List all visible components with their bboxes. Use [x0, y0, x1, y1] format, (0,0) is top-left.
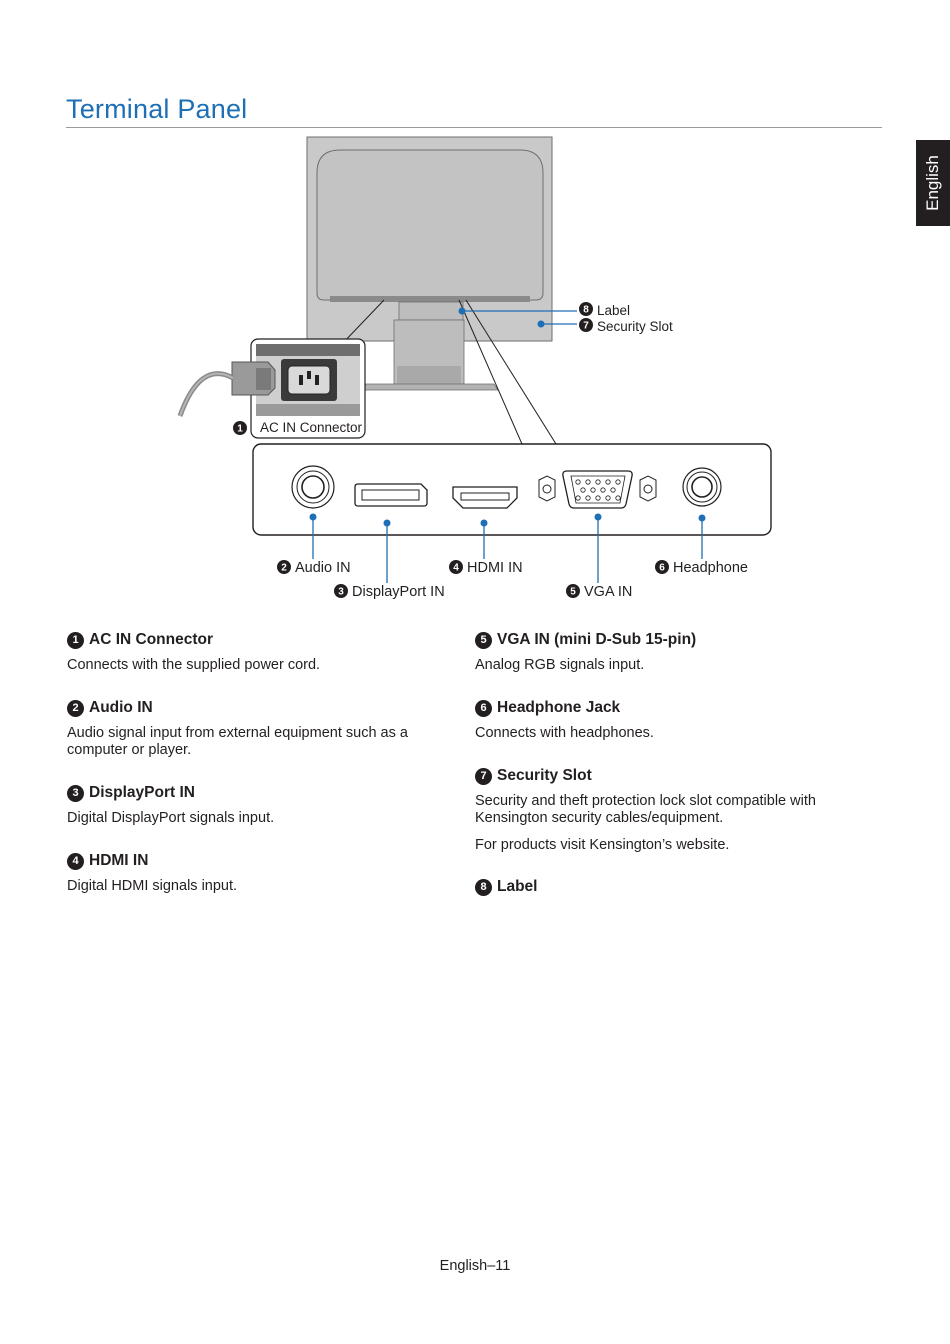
svg-text:6: 6 [659, 563, 665, 574]
svg-text:7: 7 [583, 321, 589, 332]
svg-text:3: 3 [338, 587, 344, 598]
svg-text:DisplayPort IN: DisplayPort IN [352, 584, 445, 600]
desc-security-slot: 7 Security Slot Security and theft protec… [475, 767, 845, 854]
page-footer: English–11 [439, 1258, 511, 1274]
desc-text: Digital DisplayPort signals input. [67, 810, 275, 826]
item-number: 4 [67, 852, 84, 870]
ac-in-inset [177, 338, 366, 439]
svg-text:8: 8 [583, 305, 589, 316]
callout-ac-in-connector: 1 AC IN Connector [233, 420, 363, 435]
svg-text:Headphone: Headphone [673, 560, 748, 576]
desc-title: VGA IN (mini D-Sub 15-pin) [497, 631, 697, 648]
svg-text:4: 4 [453, 563, 459, 574]
item-number: 6 [475, 699, 492, 717]
item-number: 1 [67, 631, 84, 649]
item-number: 8 [475, 878, 492, 896]
desc-title: HDMI IN [89, 852, 149, 869]
desc-title: Audio IN [89, 699, 153, 716]
callout-label-label: 8 Label [579, 302, 630, 318]
item-number: 2 [67, 699, 84, 717]
callout-displayport-in: 3 DisplayPort IN [334, 584, 445, 600]
desc-displayport-in: 3 DisplayPort IN Digital DisplayPort sign… [67, 784, 427, 827]
desc-label: 8 Label [475, 878, 835, 896]
callout-hdmi-in: 4 HDMI IN [449, 560, 523, 576]
connector-panel [252, 443, 772, 536]
desc-title: Security Slot [497, 767, 592, 784]
desc-text: Audio signal input from external equipme… [67, 725, 408, 758]
item-number: 5 [475, 631, 492, 649]
callout-leaders [309, 307, 706, 583]
desc-vga-in: 5 VGA IN (mini D-Sub 15-pin) Analog RGB s… [475, 631, 835, 674]
desc-hdmi-in: 4 HDMI IN Digital HDMI signals input. [67, 852, 427, 895]
title-divider [66, 127, 882, 128]
callout-security-slot: 7 Security Slot [579, 318, 673, 334]
desc-text: Security and theft protection lock slot … [475, 793, 816, 826]
desc-title: Label [497, 878, 538, 895]
language-tab: English [916, 140, 950, 226]
svg-text:5: 5 [570, 587, 576, 598]
svg-text:1: 1 [237, 424, 243, 435]
item-number: 3 [67, 784, 84, 802]
svg-text:HDMI IN: HDMI IN [467, 560, 523, 576]
desc-ac-in-connector: 1 AC IN Connector Connects with the suppl… [67, 631, 427, 674]
svg-text:2: 2 [281, 563, 287, 574]
svg-text:AC IN Connector: AC IN Connector [260, 420, 363, 435]
desc-audio-in: 2 Audio IN Audio signal input from extern… [67, 699, 427, 759]
item-number: 7 [475, 767, 492, 785]
desc-text: Digital HDMI signals input. [67, 878, 238, 894]
callout-audio-in: 2 Audio IN [277, 560, 351, 576]
desc-text: Connects with the supplied power cord. [67, 657, 321, 673]
desc-text: Analog RGB signals input. [475, 657, 645, 673]
callout-vga-in: 5 VGA IN [566, 584, 632, 600]
desc-headphone-jack: 6 Headphone Jack Connects with headphones… [475, 699, 835, 742]
page-title: Terminal Panel [66, 94, 248, 124]
desc-text-secondary: For products visit Kensington’s website. [475, 837, 730, 853]
terminal-panel-diagram: 8 Label 7 Security Slot 1 AC IN Connecto… [177, 136, 772, 600]
svg-text:Security Slot: Security Slot [597, 319, 673, 334]
svg-text:Label: Label [597, 303, 630, 318]
svg-text:Audio IN: Audio IN [295, 560, 351, 576]
desc-title: AC IN Connector [89, 631, 213, 648]
monitor-back-illustration [306, 136, 557, 445]
desc-title: DisplayPort IN [89, 784, 195, 801]
desc-text: Connects with headphones. [475, 725, 654, 741]
desc-title: Headphone Jack [497, 699, 621, 716]
svg-text:VGA IN: VGA IN [584, 584, 632, 600]
callout-headphone: 6 Headphone [655, 560, 748, 576]
